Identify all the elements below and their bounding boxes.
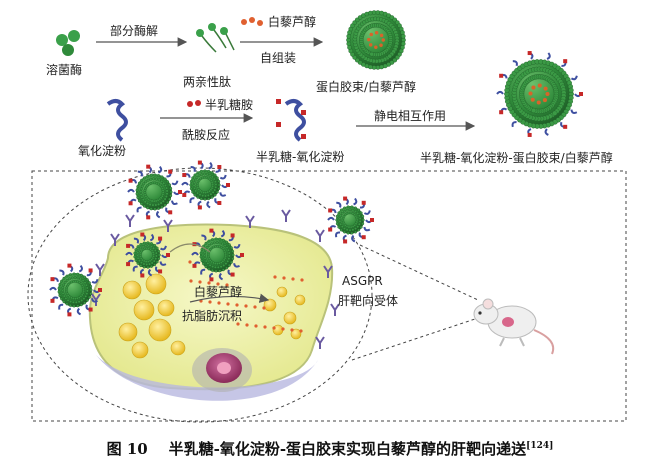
label-amidation: 酰胺反应 xyxy=(182,128,231,142)
micelle-ball xyxy=(181,160,230,210)
label-lysozyme: 溶菌酶 xyxy=(46,63,83,77)
cytoplasm-dots xyxy=(188,260,304,333)
nucleus xyxy=(192,348,252,392)
micelle-ball xyxy=(125,232,170,278)
micelle-ball xyxy=(346,10,406,70)
arrow-icon xyxy=(189,293,270,303)
label-gal-starch: 半乳糖-氧化淀粉 xyxy=(256,150,345,164)
final-complex-icon xyxy=(496,51,583,137)
label-resveratrol: 白藜芦醇 xyxy=(268,15,317,29)
mouse-icon xyxy=(473,298,555,355)
endocytosis-curve xyxy=(169,243,211,253)
zoom-line-lower xyxy=(351,317,479,361)
micelle-ball xyxy=(327,196,374,244)
label-partial-hydrolysis: 部分酶解 xyxy=(110,24,159,38)
label-asgpr: ASGPR xyxy=(342,274,383,288)
resveratrol-dots xyxy=(241,17,263,26)
label-micelle: 蛋白胶束/白藜芦醇 xyxy=(316,80,417,94)
label-cell-resveratrol: 白藜芦醇 xyxy=(194,285,243,299)
label-liver-receptor: 肝靶向受体 xyxy=(338,294,399,308)
cell-micelles xyxy=(49,160,374,317)
caption-text: 半乳糖-氧化淀粉-蛋白胶束实现白藜芦醇的肝靶向递送 xyxy=(168,440,527,458)
micelle-ball xyxy=(49,263,102,317)
label-self-assembly: 自组装 xyxy=(260,51,297,65)
label-final-complex: 半乳糖-氧化淀粉-蛋白胶束/白藜芦醇 xyxy=(420,151,613,165)
micelle-icon xyxy=(346,10,406,70)
detail-frame xyxy=(31,170,627,422)
label-electrostatic: 静电相互作用 xyxy=(374,109,447,123)
amphiphilic-peptide-icon xyxy=(196,23,235,53)
micelle-ball xyxy=(127,164,182,220)
lipid-droplets xyxy=(118,273,306,359)
label-galactosamine: 半乳糖胺 xyxy=(205,98,254,112)
lysozyme-molecule xyxy=(56,30,80,56)
micelle-ball xyxy=(191,228,244,282)
label-amphiphilic-peptide: 两亲性肽 xyxy=(183,75,232,89)
galactosamine-dots xyxy=(187,100,201,107)
figure-caption: 图 10 半乳糖-氧化淀粉-蛋白胶束实现白藜芦醇的肝靶向递送[124] xyxy=(0,438,660,459)
zoom-line-upper xyxy=(359,244,479,301)
label-anti-fat: 抗脂肪沉积 xyxy=(182,309,243,323)
zoom-ellipse xyxy=(27,167,373,423)
micelle-ball xyxy=(496,51,583,137)
label-oxidized-starch: 氧化淀粉 xyxy=(78,144,127,158)
caption-ref: [124] xyxy=(526,441,554,451)
caption-figure-no: 图 10 xyxy=(106,440,148,458)
galactose-starch-icon xyxy=(276,99,306,142)
receptor-layer xyxy=(91,209,340,349)
oxidized-starch-icon xyxy=(106,99,128,142)
